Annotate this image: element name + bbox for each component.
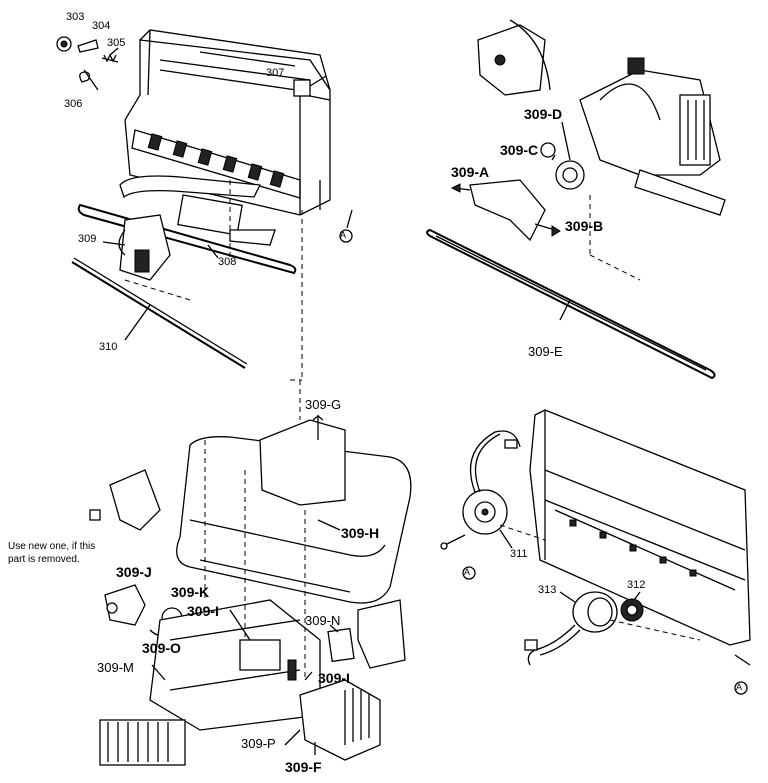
label-309-o: 309-O bbox=[142, 640, 181, 656]
label-303: 303 bbox=[66, 11, 85, 23]
label-309-h: 309-H bbox=[341, 525, 380, 541]
label-311: 311 bbox=[510, 548, 528, 560]
ref-circle-mid bbox=[462, 566, 476, 580]
label-309-j: 309-J bbox=[116, 564, 152, 580]
label-304: 304 bbox=[92, 20, 111, 32]
label-307: 307 bbox=[266, 67, 285, 79]
replacement-note-line2: part is removed. bbox=[8, 554, 80, 565]
label-309: 309 bbox=[78, 233, 97, 245]
label-306: 306 bbox=[64, 98, 83, 110]
label-309-n: 309-N bbox=[305, 613, 341, 628]
ref-circle-top bbox=[339, 229, 353, 243]
label-309-l: 309-I bbox=[187, 603, 219, 619]
label-309-d: 309-D bbox=[524, 106, 563, 122]
label-ref-a-bottom: A bbox=[736, 682, 743, 692]
top-right-belt-assembly bbox=[426, 19, 726, 380]
label-310: 310 bbox=[99, 341, 118, 353]
label-309-e: 309-E bbox=[528, 344, 563, 359]
label-309-c: 309-C bbox=[500, 142, 539, 158]
replacement-note: Use new one, if this part is removed. bbox=[8, 540, 95, 566]
label-312: 312 bbox=[627, 579, 646, 591]
label-ref-a-top: A bbox=[340, 230, 347, 240]
label-309-i: 309-I bbox=[318, 670, 350, 686]
label-308: 308 bbox=[218, 256, 237, 268]
replacement-note-line1: Use new one, if this bbox=[8, 541, 96, 552]
label-309-a: 309-A bbox=[451, 164, 490, 180]
bottom-right-motor-assembly bbox=[440, 409, 751, 666]
label-309-f: 309-F bbox=[285, 759, 322, 775]
label-309-g: 309-G bbox=[305, 397, 342, 412]
label-ref-a-mid: A bbox=[464, 567, 471, 577]
label-309-p: 309-P bbox=[241, 736, 276, 751]
label-305: 305 bbox=[107, 37, 126, 49]
label-313: 313 bbox=[538, 584, 557, 596]
bottom-left-cover-assembly bbox=[89, 380, 412, 766]
label-309-m: 309-M bbox=[97, 660, 134, 675]
label-309-k: 309-K bbox=[171, 584, 210, 600]
ref-circle-bottom bbox=[734, 681, 748, 695]
label-309-b: 309-B bbox=[565, 218, 604, 234]
top-left-frame-assembly bbox=[56, 29, 353, 381]
